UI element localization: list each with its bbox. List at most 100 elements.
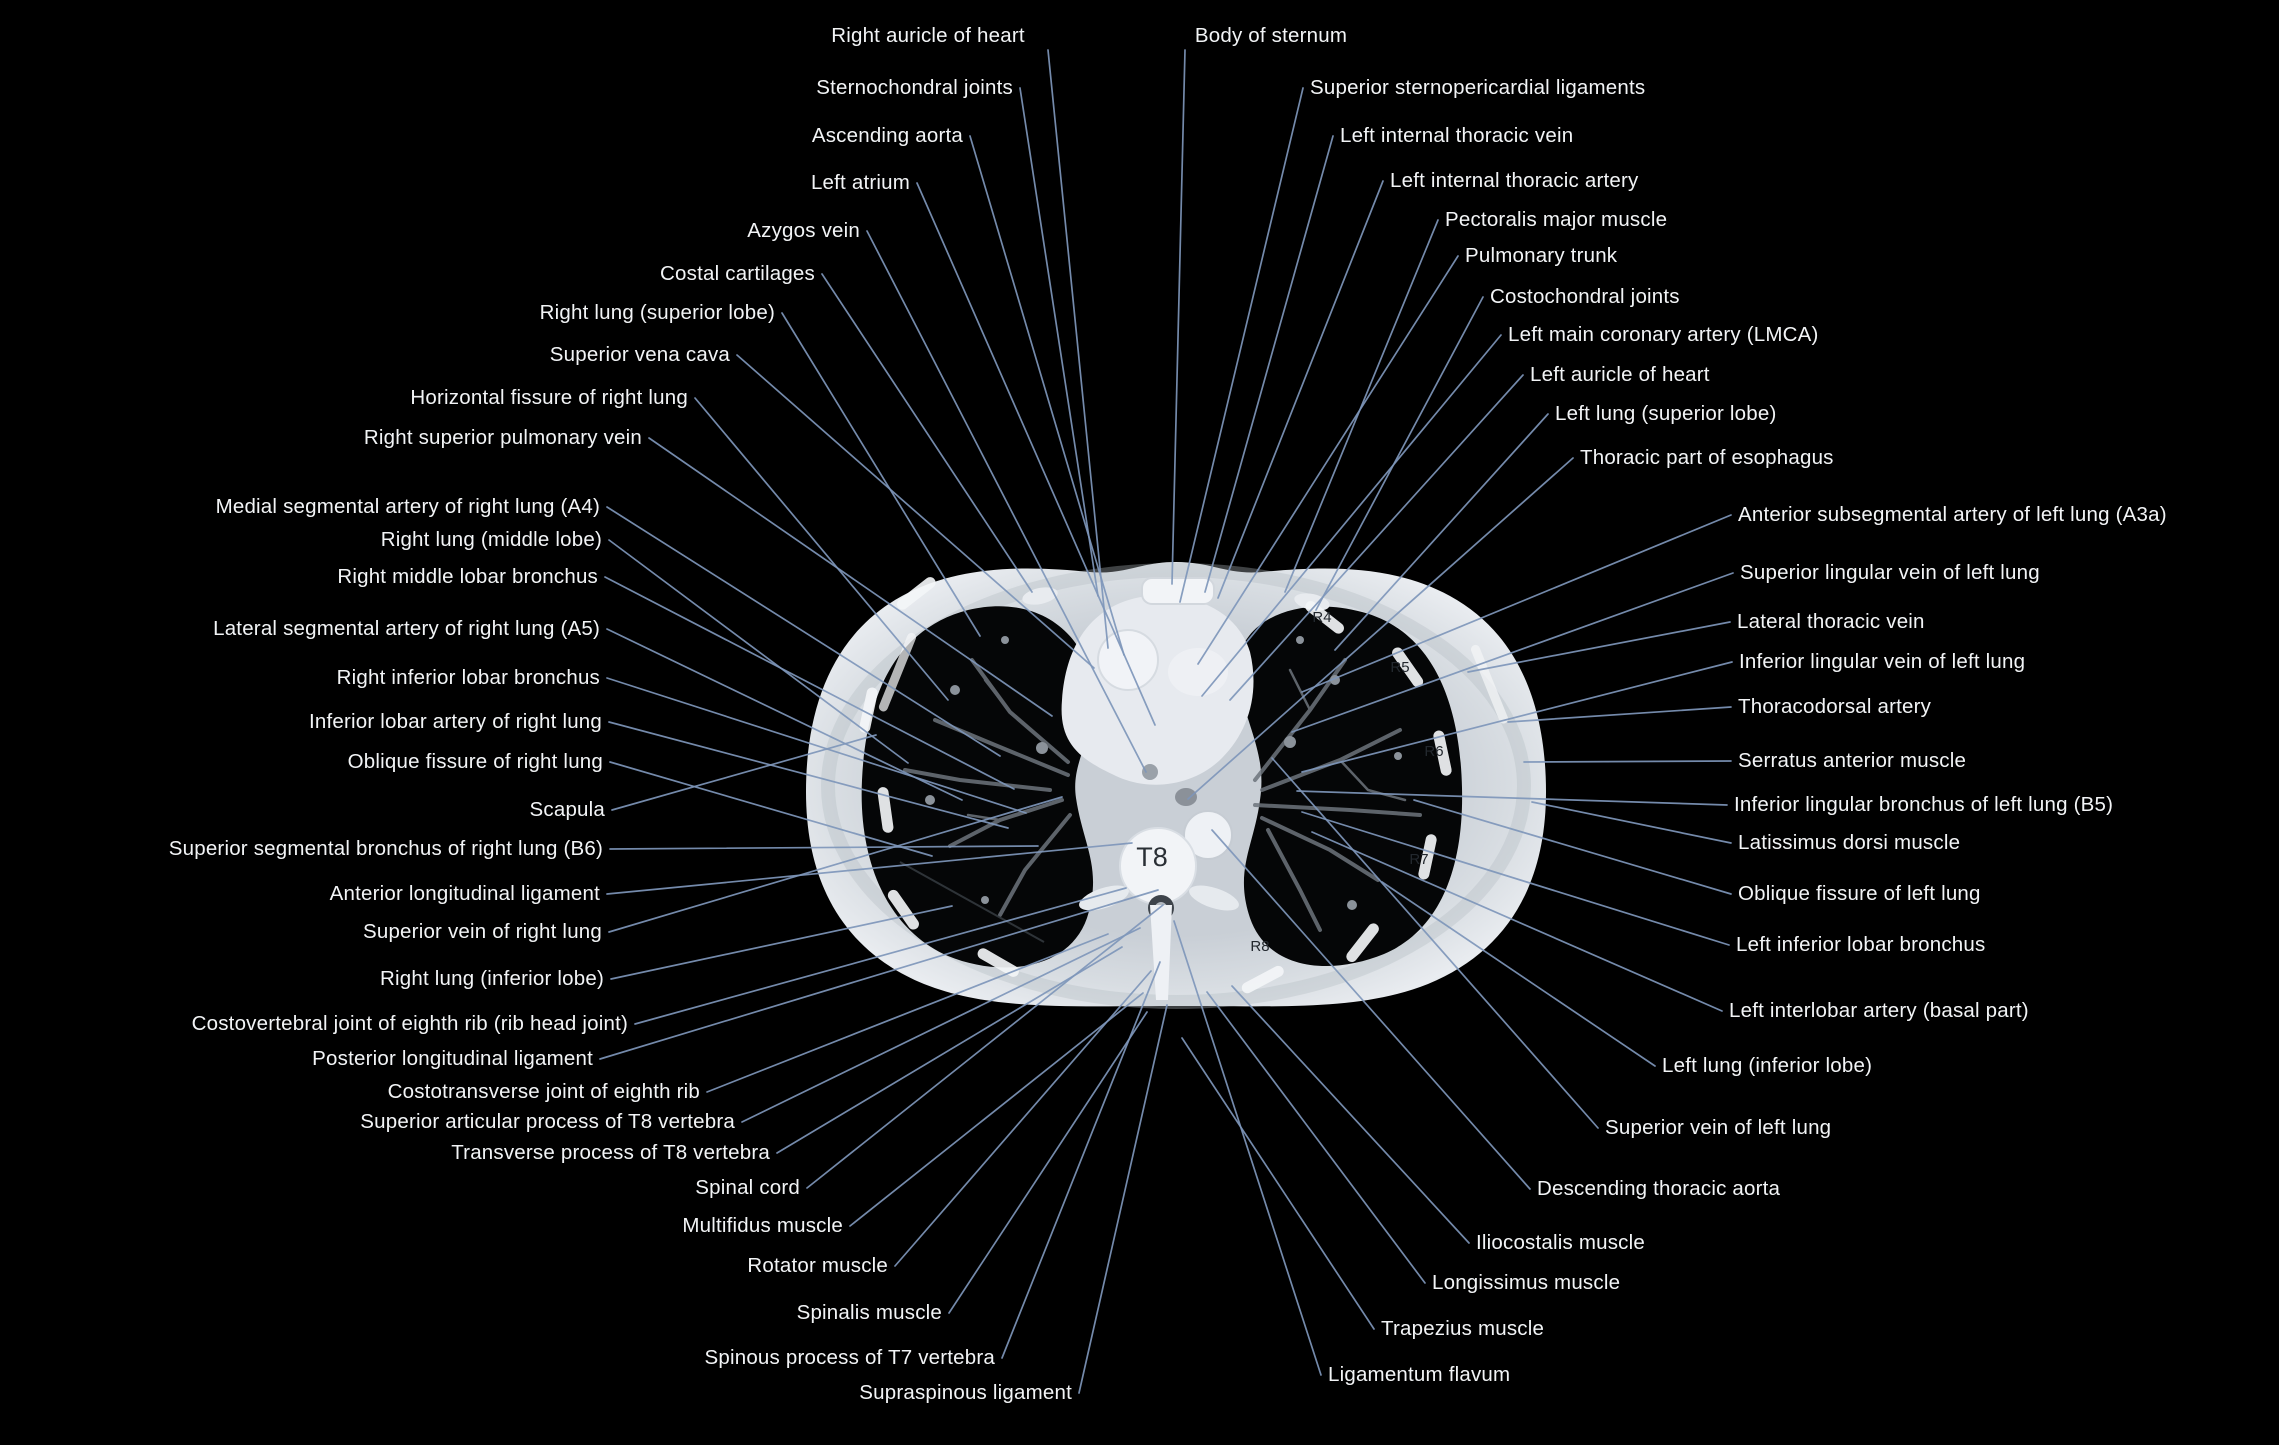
scapula-sliver-right (878, 632, 917, 712)
anatomy-label: Ascending aorta (811, 124, 963, 148)
leader-line (1531, 801, 1732, 844)
azygos-vein-section (1142, 764, 1158, 780)
anatomy-label: Right lung (inferior lobe) (380, 967, 604, 991)
leader-line (781, 312, 981, 637)
anatomy-label: Costal cartilages (660, 262, 815, 286)
leader-line (969, 135, 1125, 656)
anatomy-label: Costochondral joints (1490, 285, 1680, 309)
leader-line (606, 506, 1001, 757)
anatomy-label: Sternochondral joints (816, 76, 1013, 100)
anatomy-label: Left main coronary artery (LMCA) (1508, 323, 1819, 347)
anatomy-label: Right superior pulmonary vein (363, 426, 642, 450)
anatomy-label: Azygos vein (747, 219, 860, 243)
anatomy-label: Superior segmental bronchus of right lun… (168, 837, 603, 861)
leader-line (1301, 811, 1730, 946)
esophagus-section (1175, 788, 1197, 806)
vertebra-marker: T8 (1136, 842, 1168, 872)
leader-line (1311, 831, 1723, 1012)
leader-line (609, 845, 1039, 850)
rib-marker: R7 (1409, 851, 1428, 868)
vertebra-t8 (1079, 827, 1239, 1000)
anatomy-label: Left internal thoracic artery (1390, 169, 1639, 193)
leader-line (1413, 799, 1732, 895)
leader-line (866, 230, 1147, 773)
anatomy-label: Inferior lingular bronchus of left lung … (1734, 793, 2114, 817)
leader-line (1171, 49, 1186, 585)
anatomy-label: Rotator muscle (747, 1254, 888, 1278)
leader-line (1078, 1004, 1168, 1394)
leader-line (1047, 49, 1109, 649)
rib-marker: R4 (1312, 609, 1331, 626)
mediastinum (1061, 595, 1254, 860)
leader-line (1019, 87, 1099, 597)
leader-line (606, 677, 1027, 814)
anatomy-label: Left lung (inferior lobe) (1662, 1054, 1873, 1078)
leader-line (609, 761, 933, 857)
anatomy-label: Iliocostalis muscle (1476, 1231, 1645, 1255)
anatomy-label: Superior vena cava (549, 343, 730, 367)
leader-line (821, 273, 1033, 593)
leader-lines (599, 49, 1734, 1394)
spinous-process (1150, 905, 1172, 1000)
leader-line (849, 992, 1144, 1227)
leader-line (1507, 706, 1732, 723)
leader-line (604, 576, 1015, 790)
descending-aorta (1183, 810, 1233, 860)
anatomy-label: Lateral segmental artery of right lung (… (213, 617, 600, 641)
anatomy-label: Superior lingular vein of left lung (1740, 561, 2040, 585)
leader-line (1206, 991, 1426, 1284)
anatomy-label: Pulmonary trunk (1465, 244, 1618, 268)
anatomy-label: Thoracodorsal artery (1738, 695, 1932, 719)
leader-line (608, 539, 909, 764)
leader-line (1179, 87, 1304, 603)
anatomy-label: Pectoralis major muscle (1445, 208, 1668, 232)
leader-line (948, 1011, 1148, 1314)
anatomy-label: Transverse process of T8 vertebra (451, 1141, 770, 1165)
leader-line (1229, 374, 1524, 701)
leader-line (1204, 135, 1334, 593)
right-lung-field (861, 606, 1094, 968)
anatomy-label: Trapezius muscle (1381, 1317, 1545, 1341)
leader-line (1301, 661, 1733, 773)
anatomy-label: Right lung (middle lobe) (380, 528, 602, 552)
leader-line (1523, 760, 1732, 763)
anatomy-label: Inferior lobar artery of right lung (309, 710, 602, 734)
anatomy-label: Longissimus muscle (1432, 1271, 1621, 1295)
leader-line (776, 946, 1123, 1154)
anatomy-label: Left internal thoracic vein (1340, 124, 1574, 148)
leader-line (1001, 961, 1161, 1359)
leader-line (1334, 413, 1549, 651)
anatomy-label: Spinal cord (695, 1176, 800, 1200)
leader-line (1296, 790, 1728, 806)
leader-line (1301, 514, 1732, 693)
leader-line (599, 889, 1159, 1060)
leader-line (1315, 296, 1484, 611)
leader-line (916, 182, 1156, 726)
anatomy-label: Left interlobar artery (basal part) (1729, 999, 2029, 1023)
anatomy-label: Anterior subsegmental artery of left lun… (1738, 503, 2167, 527)
anatomy-label: Medial segmental artery of right lung (A… (215, 495, 600, 519)
anatomy-label: Thoracic part of esophagus (1580, 446, 1834, 470)
leader-line (1291, 572, 1734, 733)
anatomy-label: Serratus anterior muscle (1738, 749, 1967, 773)
vessel-cross-sections (925, 636, 1402, 910)
anatomy-label: Left atrium (810, 171, 910, 195)
leader-line (1197, 255, 1459, 665)
anatomy-label: Left auricle of heart (1530, 363, 1710, 387)
rib-marker: R5 (1390, 659, 1409, 676)
leader-line (1381, 881, 1656, 1067)
anatomy-label: Descending thoracic aorta (1537, 1177, 1781, 1201)
leader-line (1271, 757, 1599, 1129)
rib-sections (859, 577, 1509, 994)
leader-line (606, 842, 1133, 895)
anatomy-label: Superior vein of left lung (1605, 1116, 1832, 1140)
leader-line (634, 887, 1127, 1025)
pulmonary-trunk-section (1168, 648, 1228, 696)
leader-line (606, 628, 963, 801)
anatomy-label: Anterior longitudinal ligament (329, 882, 600, 906)
oblique-fissure-line (899, 861, 1045, 943)
anatomy-label: Oblique fissure of left lung (1738, 882, 1981, 906)
